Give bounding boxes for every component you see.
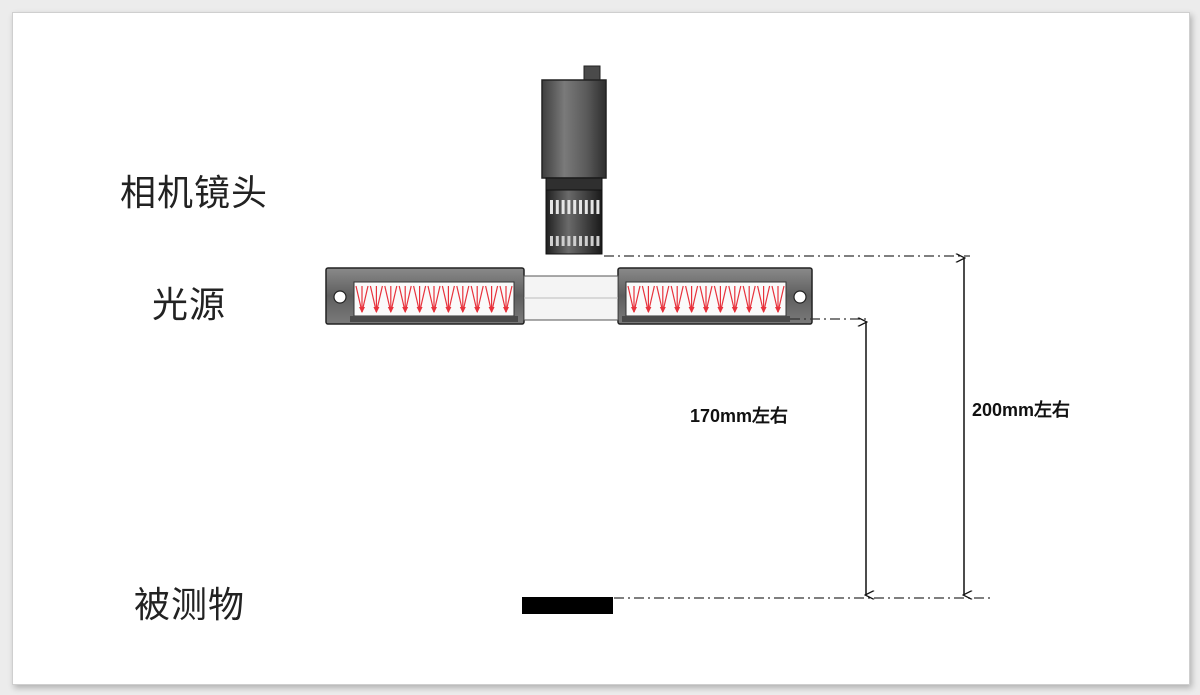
led-ray xyxy=(713,285,727,313)
camera-connector xyxy=(583,65,601,81)
lens-ring-mark xyxy=(550,236,553,246)
led-ray xyxy=(771,285,785,313)
led-ray xyxy=(355,285,369,313)
lens-ring-mark xyxy=(584,236,588,246)
lens-ring-mark xyxy=(573,236,577,246)
label-measured-object: 被测物 xyxy=(134,585,246,626)
lens-ring-mark xyxy=(573,200,577,214)
led-ray xyxy=(757,285,771,313)
led-ray xyxy=(470,285,484,313)
led-ray xyxy=(685,285,699,313)
dim-label-170: 170mm左右 xyxy=(690,406,789,426)
lens-ring-mark xyxy=(590,200,594,214)
camera-lens-assembly xyxy=(541,65,607,255)
lens-ring-mark xyxy=(584,200,588,214)
camera-mount xyxy=(545,177,603,191)
lens-ring-mark xyxy=(555,236,559,246)
led-ray xyxy=(369,285,383,313)
lens-ring-mark xyxy=(567,200,571,214)
camera-body xyxy=(541,79,607,179)
lens-ring-mark xyxy=(596,236,600,246)
led-rays-left xyxy=(355,285,513,313)
led-ray xyxy=(627,285,641,313)
mount-hole-right xyxy=(793,290,807,304)
mount-hole-left xyxy=(333,290,347,304)
label-camera-lens: 相机镜头 xyxy=(120,173,269,214)
led-ray xyxy=(456,285,470,313)
lens-ring-mark xyxy=(567,236,571,246)
dim-label-200: 200mm左右 xyxy=(972,400,1071,420)
led-ray xyxy=(485,285,499,313)
led-ray xyxy=(413,285,427,313)
lens-ring-mark xyxy=(561,236,565,246)
lens-ring-mark xyxy=(550,200,553,214)
led-ray xyxy=(728,285,742,313)
led-ray xyxy=(398,285,412,313)
lens-ring-mark xyxy=(555,200,559,214)
lens-ring-mark xyxy=(561,200,565,214)
led-ray xyxy=(656,285,670,313)
light-source-assembly xyxy=(325,267,813,325)
lens-ring-mark xyxy=(579,236,582,246)
lens-grip-rings xyxy=(550,200,600,246)
lens-ring-mark xyxy=(596,200,600,214)
led-rays-right xyxy=(627,285,785,313)
led-ray xyxy=(742,285,756,313)
led-ray xyxy=(699,285,713,313)
led-ray xyxy=(641,285,655,313)
label-light-source: 光源 xyxy=(152,285,227,326)
measured-object-block xyxy=(522,597,613,614)
led-ray xyxy=(499,285,513,313)
led-ray xyxy=(670,285,684,313)
led-ray xyxy=(384,285,398,313)
led-ray xyxy=(441,285,455,313)
lens-ring-mark xyxy=(579,200,582,214)
lens-ring-mark xyxy=(590,236,594,246)
led-ray xyxy=(427,285,441,313)
